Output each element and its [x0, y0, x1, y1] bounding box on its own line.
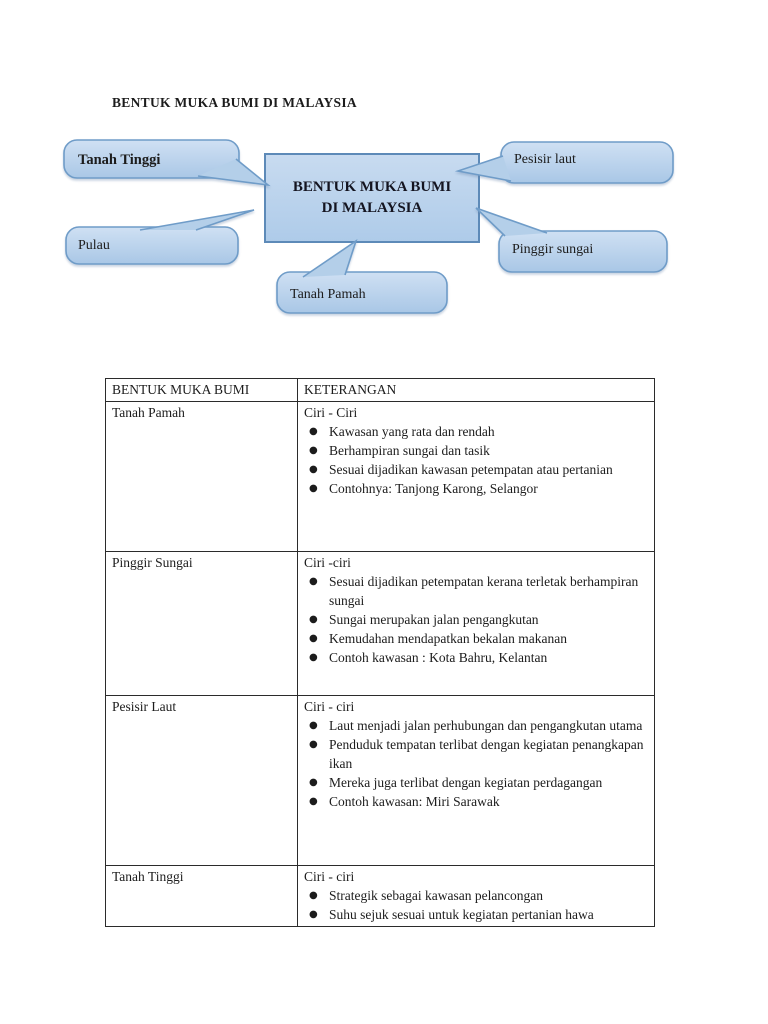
ciri-label: Ciri - ciri: [304, 869, 355, 884]
bullet-icon: ●: [309, 633, 318, 644]
landform-cell: Tanah Pamah: [105, 401, 298, 552]
table-row-tanah-pamah: Tanah Pamah Ciri - Ciri ● Kawasan yang ra…: [105, 401, 655, 552]
bullet-list: ● Strategik sebagai kawasan pelancongan ●…: [304, 886, 648, 924]
bullet-icon: ●: [309, 445, 318, 456]
callout-shape: [276, 271, 448, 314]
table-header-row: BENTUK MUKA BUMI KETERANGAN: [105, 378, 655, 402]
callout-pesisir-laut: Pesisir laut: [454, 141, 674, 184]
bullet-item: ● Strategik sebagai kawasan pelancongan: [304, 886, 648, 905]
bullet-text: Berhampiran sungai dan tasik: [329, 443, 490, 458]
bullet-text: Kemudahan mendapatkan bekalan makanan: [329, 631, 568, 646]
bullet-icon: ●: [309, 464, 318, 475]
landform-cell: Pesisir Laut: [105, 695, 298, 866]
bullet-text: Mereka juga terlibat dengan kegiatan per…: [329, 775, 603, 790]
bullet-text: Suhu sejuk sesuai untuk kegiatan pertani…: [329, 907, 594, 922]
landform-diagram: BENTUK MUKA BUMI DI MALAYSIA Tanah Tingg…: [63, 139, 674, 314]
bullet-item: ● Mereka juga terlibat dengan kegiatan pe…: [304, 773, 648, 792]
table-row-pesisir-laut: Pesisir Laut Ciri - ciri ● Laut menjadi j…: [105, 695, 655, 866]
keterangan-cell: Ciri - ciri ● Laut menjadi jalan perhubun…: [297, 695, 655, 866]
bullet-text: Strategik sebagai kawasan pelancongan: [329, 888, 544, 903]
bullet-icon: ●: [309, 909, 318, 920]
bullet-icon: ●: [309, 796, 318, 807]
bullet-icon: ●: [309, 720, 318, 731]
callout-pulau: Pulau: [65, 209, 255, 265]
callout-tail: [475, 207, 548, 237]
bullet-text: Penduduk tempatan terlibat dengan kegiat…: [329, 737, 644, 771]
callout-shape: [65, 226, 239, 265]
callout-label: Pulau: [78, 238, 110, 253]
callout-shape: [63, 139, 240, 179]
bullet-text: Contohnya: Tanjong Karong, Selangor: [329, 481, 538, 496]
callout-tail: [139, 209, 255, 231]
bullet-icon: ●: [309, 777, 318, 788]
bullet-text: Sesuai dijadikan kawasan petempatan atau…: [329, 462, 613, 477]
bullet-list: ● Laut menjadi jalan perhubungan dan peng…: [304, 716, 648, 811]
bullet-item: ● Penduduk tempatan terlibat dengan kegia…: [304, 735, 648, 773]
bullet-item: ● Berhampiran sungai dan tasik: [304, 441, 648, 460]
bullet-item: ● Suhu sejuk sesuai untuk kegiatan pertan…: [304, 905, 648, 924]
center-box-label-line2: DI MALAYSIA: [322, 200, 423, 216]
ciri-label: Ciri - ciri: [304, 699, 355, 714]
callout-tanah-pamah: Tanah Pamah: [276, 239, 448, 314]
bullet-icon: ●: [309, 614, 318, 625]
callout-tail: [454, 155, 512, 182]
keterangan-cell: Ciri - Ciri ● Kawasan yang rata dan renda…: [297, 401, 655, 552]
center-box-label-line1: BENTUK MUKA BUMI: [293, 179, 452, 195]
callout-label: Tanah Tinggi: [78, 152, 160, 168]
bullet-item: ● Contohnya: Tanjong Karong, Selangor: [304, 479, 648, 498]
bullet-text: Contoh kawasan: Miri Sarawak: [329, 794, 500, 809]
ciri-label: Ciri - Ciri: [304, 405, 358, 420]
bullet-list: ● Kawasan yang rata dan rendah ● Berhampir…: [304, 422, 648, 498]
keterangan-cell: Ciri - ciri ● Strategik sebagai kawasan p…: [297, 865, 655, 927]
bullet-item: ● Kemudahan mendapatkan bekalan makanan: [304, 629, 648, 648]
callout-label: Tanah Pamah: [290, 287, 366, 302]
bullet-item: ● Contoh kawasan: Miri Sarawak: [304, 792, 648, 811]
page-title: BENTUK MUKA BUMI DI MALAYSIA: [112, 95, 357, 110]
bullet-text: Contoh kawasan : Kota Bahru, Kelantan: [329, 650, 548, 665]
bullet-text: Laut menjadi jalan perhubungan dan penga…: [329, 718, 643, 733]
table-row-pinggir-sungai: Pinggir Sungai Ciri -ciri ● Sesuai dijadi…: [105, 551, 655, 696]
landform-cell: Tanah Tinggi: [105, 865, 298, 927]
diagram-center-box: BENTUK MUKA BUMI DI MALAYSIA: [264, 153, 480, 243]
callout-tanah-tinggi: Tanah Tinggi: [63, 139, 271, 187]
bullet-item: ● Sungai merupakan jalan pengangkutan: [304, 610, 648, 629]
bullet-list: ● Sesuai dijadikan petempatan kerana terl…: [304, 572, 648, 667]
bullet-icon: ●: [309, 576, 318, 587]
bullet-text: Kawasan yang rata dan rendah: [329, 424, 495, 439]
keterangan-cell: Ciri -ciri ● Sesuai dijadikan petempatan …: [297, 551, 655, 696]
bullet-icon: ●: [309, 483, 318, 494]
table-row-tanah-tinggi: Tanah Tinggi Ciri - ciri ● Strategik seba…: [105, 865, 655, 927]
callout-tail: [197, 158, 271, 187]
landform-cell: Pinggir Sungai: [105, 551, 298, 696]
center-box-shape: [264, 153, 480, 243]
callout-shape: [498, 230, 668, 273]
bullet-item: ● Sesuai dijadikan kawasan petempatan ata…: [304, 460, 648, 479]
callout-label: Pesisir laut: [514, 152, 576, 167]
bullet-item: ● Contoh kawasan : Kota Bahru, Kelantan: [304, 648, 648, 667]
ciri-label: Ciri -ciri: [304, 555, 351, 570]
bullet-icon: ●: [309, 739, 318, 750]
bullet-item: ● Sesuai dijadikan petempatan kerana terl…: [304, 572, 648, 610]
bullet-icon: ●: [309, 652, 318, 663]
bullet-item: ● Laut menjadi jalan perhubungan dan peng…: [304, 716, 648, 735]
bullet-text: Sesuai dijadikan petempatan kerana terle…: [329, 574, 639, 608]
bullet-icon: ●: [309, 426, 318, 437]
bullet-icon: ●: [309, 890, 318, 901]
callout-pinggir-sungai: Pinggir sungai: [475, 207, 668, 273]
landform-table: BENTUK MUKA BUMI KETERANGAN Tanah Pamah …: [105, 378, 655, 927]
header-keterangan: KETERANGAN: [297, 378, 655, 402]
bullet-text: Sungai merupakan jalan pengangkutan: [329, 612, 539, 627]
bullet-item: ● Kawasan yang rata dan rendah: [304, 422, 648, 441]
callout-label: Pinggir sungai: [512, 242, 593, 257]
callout-tail: [302, 239, 358, 278]
header-bentuk-muka-bumi: BENTUK MUKA BUMI: [105, 378, 298, 402]
